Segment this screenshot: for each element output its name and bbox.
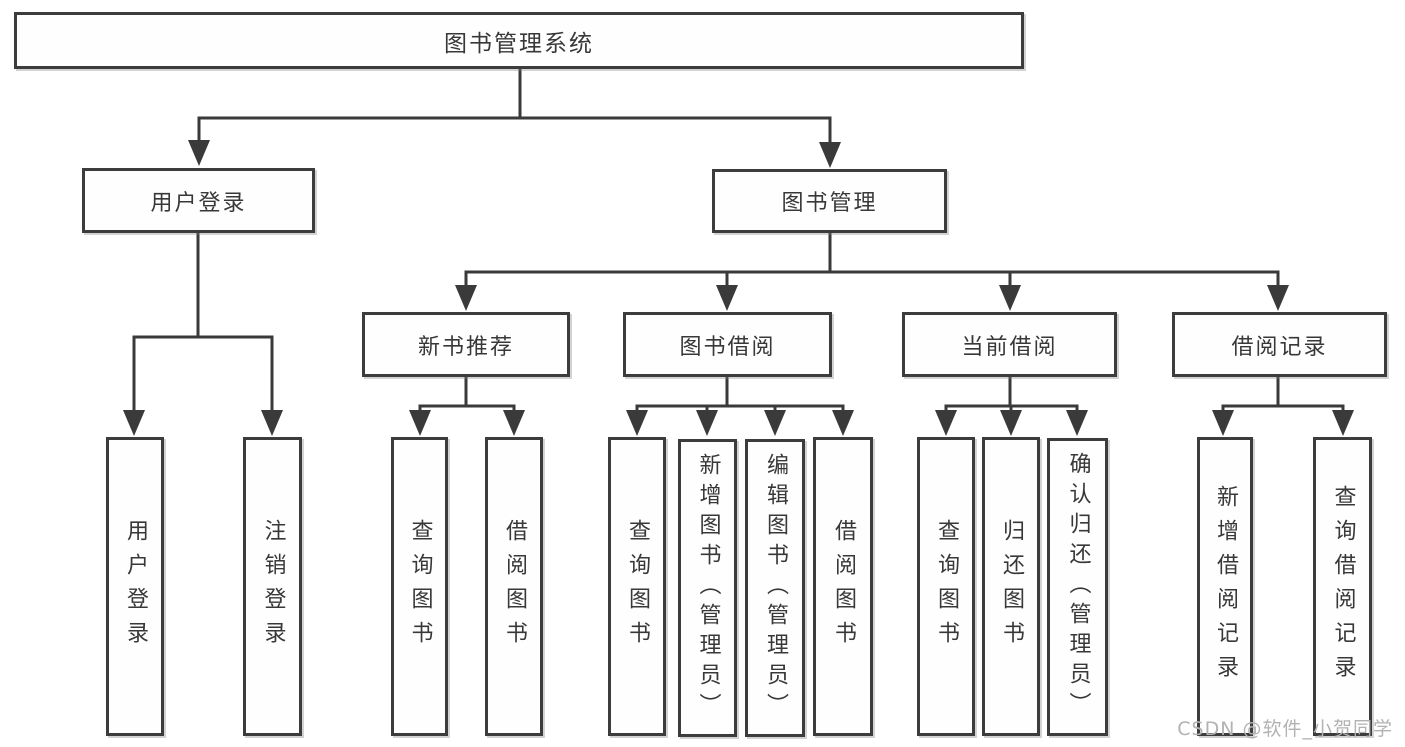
leaf-edit-book-admin: 编辑图书（管理员） [745,439,805,737]
node-new-book-recommend-label: 新书推荐 [417,334,514,360]
edge-user-login-to-leaves [123,231,283,436]
leaf-confirm-return-admin: 确认归还（管理员） [1047,438,1108,736]
edge-current-borrow-to-leaves [935,375,1088,436]
leaf-add-borrow-record-label: 新增借阅记录 [1213,484,1238,689]
node-book-management-label: 图书管理 [781,191,878,216]
node-book-borrow: 图书借阅 [623,312,832,377]
node-root-system-label: 图书管理系统 [444,30,594,57]
leaf-borrow-book-recommend: 借阅图书 [485,437,543,736]
leaf-query-book-recommend: 查询图书 [391,437,448,736]
leaf-query-borrow-record-label: 查询借阅记录 [1330,484,1356,689]
csdn-watermark: CSDN @软件_小贺同学 [1177,718,1393,740]
leaf-user-login: 用户登录 [106,437,164,736]
node-user-login-label: 用户登录 [150,190,247,216]
leaf-query-borrow-record: 查询借阅记录 [1313,437,1372,736]
node-borrow-records-label: 借阅记录 [1231,334,1328,360]
leaf-add-borrow-record: 新增借阅记录 [1197,437,1253,736]
leaf-add-book-admin-label: 新增图书（管理员） [695,453,721,723]
leaf-edit-book-admin-label: 编辑图书（管理员） [763,453,788,723]
leaf-query-book-borrow-label: 查询图书 [625,518,650,655]
node-borrow-records: 借阅记录 [1172,312,1387,377]
node-current-borrow-label: 当前借阅 [961,334,1058,360]
leaf-borrow-book-recommend-label: 借阅图书 [502,518,527,655]
leaf-borrow-book-label: 借阅图书 [831,518,856,655]
node-current-borrow: 当前借阅 [902,312,1117,377]
leaf-query-book-current: 查询图书 [917,437,975,736]
leaf-return-book-label: 归还图书 [999,518,1024,655]
node-book-management: 图书管理 [712,169,947,233]
leaf-add-book-admin: 新增图书（管理员） [678,439,737,737]
leaf-borrow-book: 借阅图书 [813,437,873,736]
edge-root-to-level2 [188,67,841,168]
leaf-logout: 注销登录 [243,437,302,736]
edge-book-borrow-to-leaves [626,375,854,436]
leaf-logout-label: 注销登录 [260,518,286,655]
edge-borrow-records-to-leaves [1212,375,1354,436]
leaf-query-book-recommend-label: 查询图书 [407,518,433,655]
leaf-query-book-current-label: 查询图书 [934,518,959,655]
leaf-query-book-borrow: 查询图书 [608,437,666,736]
node-root-system: 图书管理系统 [14,12,1024,69]
edge-book-mgmt-to-level3 [455,231,1289,311]
node-new-book-recommend: 新书推荐 [362,312,570,377]
edge-new-book-to-leaves [409,375,525,436]
leaf-user-login-label: 用户登录 [123,518,148,655]
node-user-login: 用户登录 [82,168,315,233]
leaf-return-book: 归还图书 [982,437,1040,736]
node-book-borrow-label: 图书借阅 [679,334,776,360]
leaf-confirm-return-admin-label: 确认归还（管理员） [1065,452,1091,722]
